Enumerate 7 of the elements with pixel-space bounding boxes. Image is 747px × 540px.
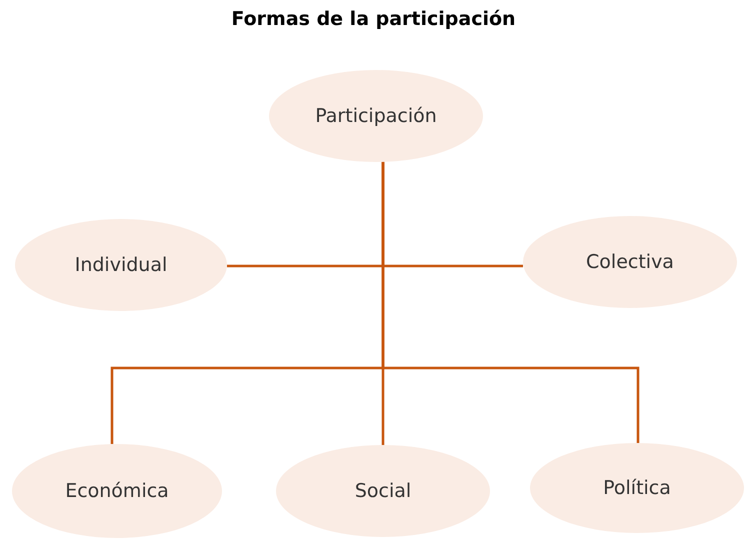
node-label: Participación [315,105,437,127]
node-label: Individual [74,254,168,276]
node-label: Social [354,480,412,502]
diagram-title: Formas de la participación [230,8,517,30]
node-label: Colectiva [586,251,674,273]
node-label: Económica [65,480,169,502]
node-label: Política [603,477,671,499]
